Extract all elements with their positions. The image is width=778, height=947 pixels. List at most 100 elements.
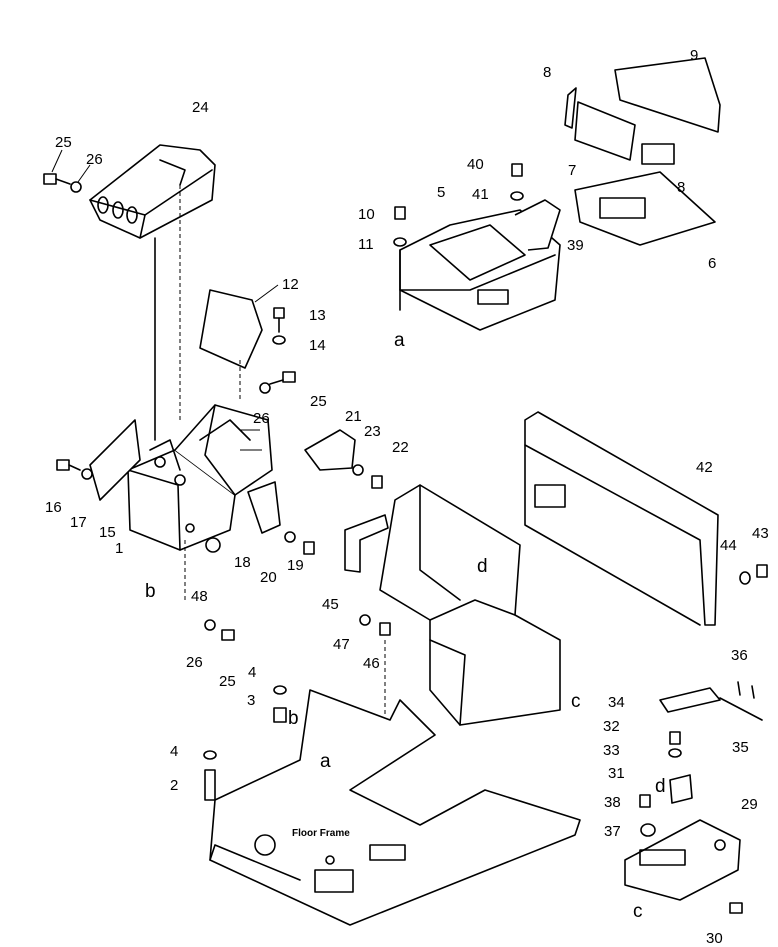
ref-d-console: d (655, 776, 666, 797)
bolt-washer-25-26-low (184, 540, 235, 641)
part-label-44: 44 (720, 537, 737, 554)
part-label-10: 10 (358, 206, 375, 223)
tag-8-right (641, 143, 675, 165)
washer-23-bolt-22 (352, 464, 383, 489)
column-cover-5 (399, 209, 561, 331)
part-label-20: 20 (260, 569, 277, 586)
part-label-11: 11 (358, 236, 374, 253)
washer-20-bolt-19 (284, 531, 315, 555)
part-label-13: 13 (309, 307, 326, 324)
part-label-35: 35 (732, 739, 749, 756)
part-label-25b: 25 (310, 393, 327, 410)
part-label-41: 41 (472, 186, 489, 203)
part-label-17: 17 (70, 514, 87, 531)
part-label-7: 7 (568, 162, 576, 179)
part-label-14: 14 (309, 337, 326, 354)
part-label-24: 24 (192, 99, 209, 116)
part-label-33: 33 (603, 742, 620, 759)
tag-8-top (564, 87, 577, 129)
part-label-25a: 25 (55, 134, 72, 151)
part-label-40: 40 (467, 156, 484, 173)
washer-44-bolt-43 (739, 564, 768, 585)
bolt-washer-25-26-mid (259, 371, 296, 394)
part-label-26b: 26 (253, 410, 270, 427)
ref-a-floor: a (320, 751, 331, 772)
bracket-18 (247, 481, 281, 534)
part-label-26c: 26 (186, 654, 203, 671)
ref-d-dash: d (477, 556, 488, 577)
part-label-2: 2 (170, 777, 178, 794)
part-label-6: 6 (708, 255, 716, 272)
part-label-18: 18 (234, 554, 251, 571)
bracket-31 (669, 774, 693, 804)
part-label-4a: 4 (248, 664, 256, 681)
part-label-5: 5 (437, 184, 445, 201)
part-label-23: 23 (364, 423, 381, 440)
part-label-21: 21 (345, 408, 362, 425)
part-label-32: 32 (603, 718, 620, 735)
part-label-42: 42 (696, 459, 713, 476)
grommet-48 (205, 537, 221, 553)
part-label-4b: 4 (170, 743, 178, 760)
clip-36 (737, 681, 755, 699)
ref-b-floor: b (288, 708, 299, 729)
part-label-25c: 25 (219, 673, 236, 690)
bracket-21 (304, 429, 356, 471)
part-label-31: 31 (608, 765, 625, 782)
part-label-48: 48 (191, 588, 208, 605)
bolt-10-washer-11 (393, 206, 407, 311)
part-label-46: 46 (363, 655, 380, 672)
part-label-16: 16 (45, 499, 62, 516)
ref-c-console: c (633, 901, 643, 922)
part-labels: 1 2 3 4 4 5 6 7 8 8 9 10 11 12 13 14 15 … (45, 47, 769, 947)
part-label-3: 3 (247, 692, 255, 709)
bolt-40-washer-41 (510, 163, 524, 201)
part-label-15: 15 (99, 524, 116, 541)
part-label-34: 34 (608, 694, 625, 711)
part-label-43: 43 (752, 525, 769, 542)
part-label-8b: 8 (677, 179, 685, 196)
pin-35 (719, 697, 763, 721)
part-label-12: 12 (282, 276, 299, 293)
part-label-19: 19 (287, 557, 304, 574)
bolt-13-washer-14 (272, 307, 286, 345)
ref-c-dash: c (571, 691, 581, 712)
floor-frame (209, 640, 581, 926)
bolt-washer-25-26-top (43, 149, 91, 193)
plate-7 (574, 101, 636, 161)
bolt-32-washer-33 (668, 731, 682, 758)
bracket-39 (514, 199, 561, 251)
bolt-46-washer-47 (359, 614, 391, 636)
panel-9 (614, 57, 721, 133)
control-box-1 (127, 404, 273, 551)
rear-panel-42 (524, 411, 719, 626)
part-label-38: 38 (604, 794, 621, 811)
part-label-37: 37 (604, 823, 621, 840)
part-label-36: 36 (731, 647, 748, 664)
part-label-1: 1 (115, 540, 123, 557)
grommet-37 (640, 823, 656, 837)
cover-6 (574, 171, 716, 246)
ref-a-top: a (394, 330, 405, 351)
console-cover-24 (89, 144, 216, 441)
bolt-16-washer-17 (56, 459, 93, 480)
bolts-2-3-4 (203, 685, 287, 801)
part-label-26a: 26 (86, 151, 103, 168)
part-label-9: 9 (690, 47, 698, 64)
part-label-22: 22 (392, 439, 409, 456)
part-label-30: 30 (706, 930, 723, 947)
plate-15 (89, 419, 141, 501)
console-29 (624, 819, 741, 901)
part-label-29: 29 (741, 796, 758, 813)
reference-letters: a a b b c c d d (145, 330, 666, 922)
dash-housing (379, 484, 561, 726)
floor-frame-label: Floor Frame (292, 828, 350, 839)
part-label-39: 39 (567, 237, 584, 254)
ref-b-box: b (145, 581, 156, 602)
bolt-30 (729, 902, 743, 914)
plate-34 (659, 687, 721, 713)
part-label-45: 45 (322, 596, 339, 613)
bracket-45 (344, 514, 389, 573)
part-label-8a: 8 (543, 64, 551, 81)
